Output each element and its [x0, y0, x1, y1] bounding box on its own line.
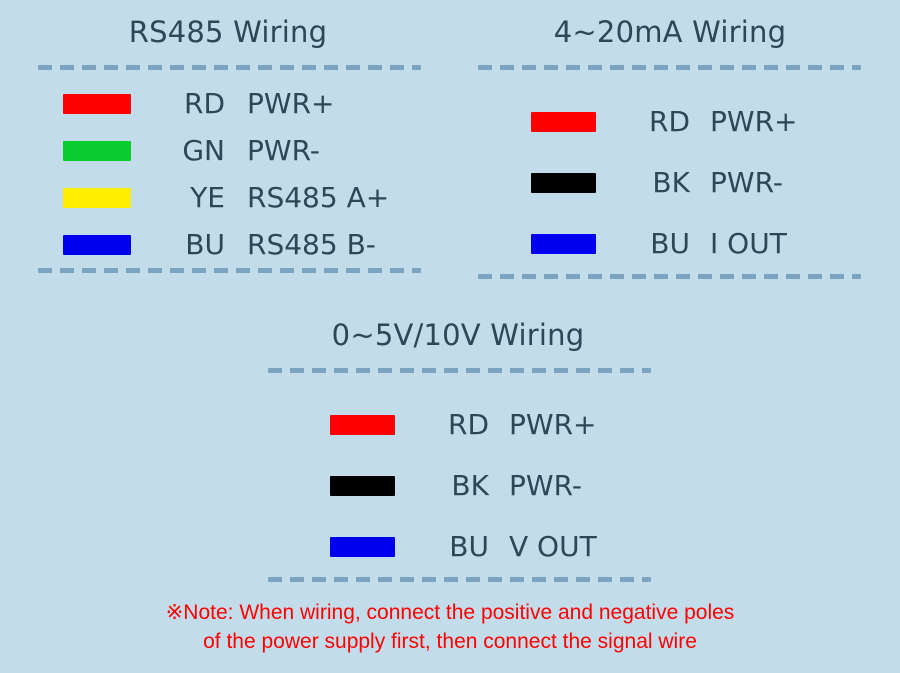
wire-function-label: V OUT — [509, 529, 597, 563]
panel-title-4-20ma: 4~20mA Wiring — [553, 15, 787, 49]
wire-color-swatch-green — [63, 140, 131, 161]
wire-code-label: BU — [185, 227, 225, 261]
wiring-note: ※Note: When wiring, connect the positive… — [0, 598, 900, 656]
panel-rs485-wiring: RS485 Wiring RD PWR+ GN PWR- YE RS485 A+… — [18, 14, 438, 273]
wiring-note-line-2: of the power supply first, then connect … — [203, 630, 697, 653]
wire-list-0-5v-10v: RD PWR+ BK PWR- BU V OUT — [248, 373, 668, 577]
divider-top-rs485 — [38, 65, 421, 70]
wire-row: YE RS485 A+ — [18, 174, 438, 221]
divider-top-0-5v-10v — [268, 368, 651, 373]
wire-color-swatch-black — [531, 172, 596, 193]
wire-color-swatch-red — [330, 414, 395, 435]
wire-color-swatch-red — [63, 93, 131, 114]
wire-row: RD PWR+ — [18, 80, 438, 127]
divider-top-4-20ma — [478, 65, 861, 70]
wire-row: BU RS485 B- — [18, 221, 438, 268]
wire-function-label: PWR+ — [247, 86, 335, 120]
wire-list-rs485: RD PWR+ GN PWR- YE RS485 A+ BU RS485 B- — [18, 70, 438, 268]
wire-code-label: YE — [190, 180, 225, 214]
wire-function-label: PWR- — [509, 468, 582, 502]
wire-code-label: RD — [648, 104, 690, 138]
wire-function-label: PWR+ — [509, 407, 597, 441]
wire-function-label: RS485 A+ — [247, 180, 390, 214]
wire-row: BK PWR- — [458, 152, 882, 213]
panel-title-rs485: RS485 Wiring — [128, 15, 328, 49]
wire-row: BK PWR- — [248, 455, 668, 516]
wire-code-label: RD — [447, 407, 489, 441]
panel-4-20ma-wiring: 4~20mA Wiring RD PWR+ BK PWR- BU I OUT — [458, 14, 882, 279]
wire-code-label: BK — [652, 165, 690, 199]
panel-title-0-5v-10v: 0~5V/10V Wiring — [331, 318, 585, 352]
divider-bottom-4-20ma — [478, 274, 861, 279]
wire-color-swatch-black — [330, 475, 395, 496]
wire-code-label: GN — [182, 133, 225, 167]
wire-row: GN PWR- — [18, 127, 438, 174]
wire-function-label: PWR+ — [710, 104, 798, 138]
wiring-note-line-1: ※Note: When wiring, connect the positive… — [165, 601, 735, 624]
wire-row: BU I OUT — [458, 213, 882, 274]
wire-color-swatch-blue — [531, 233, 596, 254]
wire-code-label: BU — [650, 226, 690, 260]
wire-function-label: RS485 B- — [247, 227, 376, 261]
wire-list-4-20ma: RD PWR+ BK PWR- BU I OUT — [458, 70, 882, 274]
wire-row: RD PWR+ — [458, 91, 882, 152]
wire-color-swatch-yellow — [63, 187, 131, 208]
wire-function-label: I OUT — [710, 226, 787, 260]
wire-color-swatch-blue — [63, 234, 131, 255]
divider-bottom-0-5v-10v — [268, 577, 651, 582]
wire-code-label: BK — [451, 468, 489, 502]
wire-function-label: PWR- — [710, 165, 783, 199]
wire-row: BU V OUT — [248, 516, 668, 577]
wire-row: RD PWR+ — [248, 394, 668, 455]
wire-function-label: PWR- — [247, 133, 320, 167]
wire-code-label: RD — [183, 86, 225, 120]
wire-color-swatch-blue — [330, 536, 395, 557]
divider-bottom-rs485 — [38, 268, 421, 273]
wire-color-swatch-red — [531, 111, 596, 132]
wire-code-label: BU — [449, 529, 489, 563]
panel-0-5v-10v-wiring: 0~5V/10V Wiring RD PWR+ BK PWR- BU V OUT — [248, 317, 668, 582]
